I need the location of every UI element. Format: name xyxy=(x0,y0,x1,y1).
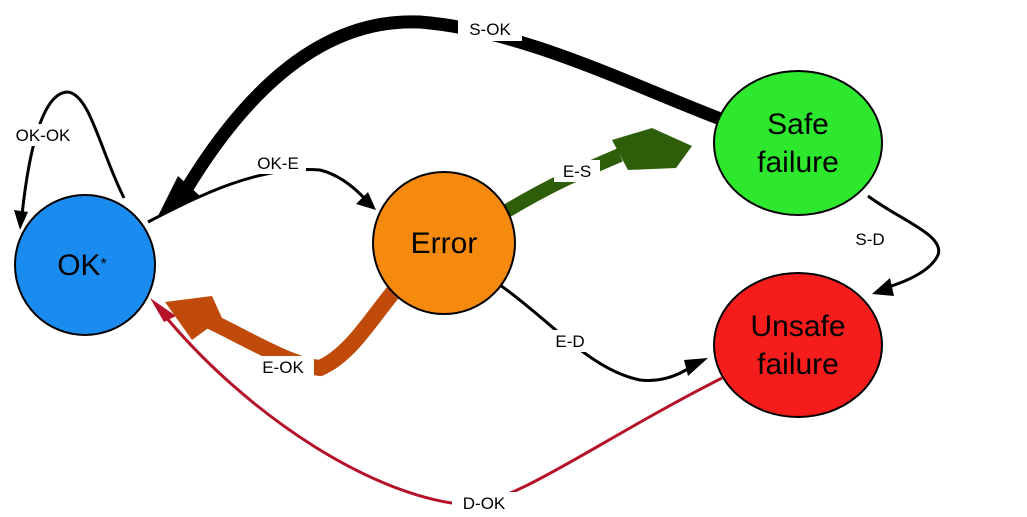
edge-label-e-ok-text: E-OK xyxy=(262,358,304,377)
edge-ok-ok xyxy=(14,90,126,230)
edge-label-e-d-text: E-D xyxy=(555,332,584,351)
node-ok-marker: * xyxy=(101,256,107,273)
node-safe-failure: Safe failure xyxy=(713,70,883,216)
edge-label-ok-e-text: OK-E xyxy=(257,154,299,173)
node-error-label: Error xyxy=(411,227,478,260)
edge-s-d-arrowhead xyxy=(872,278,894,296)
edge-e-d xyxy=(499,283,708,382)
edge-label-s-d-text: S-D xyxy=(855,230,884,249)
node-ok-label: OK* xyxy=(57,249,107,282)
edge-e-ok xyxy=(165,282,403,377)
edge-label-e-ok: E-OK xyxy=(252,356,314,378)
edge-s-d xyxy=(867,194,941,296)
node-ok-circle xyxy=(14,194,156,336)
node-unsafe-failure-label-line1: Unsafe xyxy=(750,310,845,343)
node-safe-failure-circle xyxy=(713,70,883,216)
edge-ok-e-arrowhead xyxy=(356,192,376,210)
edge-ok-ok-line xyxy=(20,90,126,216)
edge-label-e-d: E-D xyxy=(546,330,594,352)
node-safe-failure-label-line1: Safe xyxy=(767,108,829,141)
node-error: Error xyxy=(372,171,516,315)
node-error-circle xyxy=(372,171,516,315)
edge-d-ok-arrowhead xyxy=(150,298,176,322)
edge-label-d-ok: D-OK xyxy=(452,492,516,514)
node-unsafe-failure: Unsafe failure xyxy=(713,272,883,418)
edge-ok-ok-arrowhead xyxy=(14,210,28,230)
node-ok: OK* xyxy=(14,194,156,336)
edge-label-s-ok: S-OK xyxy=(458,17,522,41)
node-unsafe-failure-label-line2: failure xyxy=(757,348,839,381)
edge-e-d-arrowhead xyxy=(684,358,708,376)
edge-label-d-ok-text: D-OK xyxy=(463,494,506,513)
edge-e-s-arrowhead xyxy=(612,128,692,170)
node-safe-failure-label-line2: failure xyxy=(757,146,839,179)
edge-label-ok-e: OK-E xyxy=(250,152,306,174)
edge-label-s-d: S-D xyxy=(846,228,894,250)
edge-s-d-line xyxy=(867,194,941,290)
edge-s-ok xyxy=(158,15,725,216)
edge-label-ok-ok: OK-OK xyxy=(10,124,76,146)
edge-s-ok-arrowhead xyxy=(158,176,200,216)
edge-e-d-line xyxy=(499,283,699,382)
edge-label-e-s: E-S xyxy=(554,160,600,182)
edge-label-ok-ok-text: OK-OK xyxy=(16,126,71,145)
edge-label-s-ok-text: S-OK xyxy=(469,20,511,39)
node-unsafe-failure-circle xyxy=(713,272,883,418)
edge-label-e-s-text: E-S xyxy=(563,162,591,181)
edge-e-ok-line xyxy=(200,282,403,377)
edge-s-ok-line xyxy=(173,15,725,207)
edge-e-ok-arrowhead xyxy=(165,296,222,340)
